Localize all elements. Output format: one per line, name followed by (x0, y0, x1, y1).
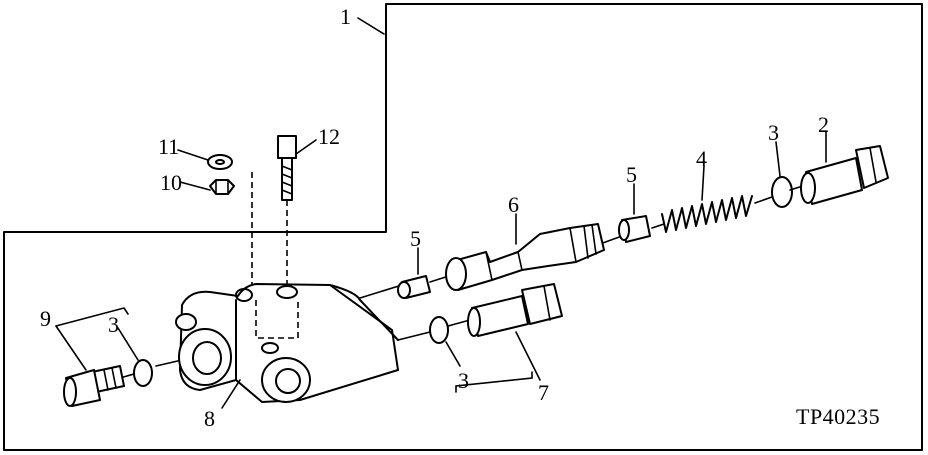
leader-7 (515, 331, 541, 381)
leader-3-lower (445, 341, 461, 367)
callout-9: 9 (40, 306, 51, 331)
callout-10: 10 (160, 170, 182, 195)
nut (209, 179, 235, 195)
leader-1 (357, 17, 385, 35)
leader-11 (177, 149, 209, 161)
plug-left (63, 365, 125, 407)
callout-3-upper: 3 (768, 120, 779, 145)
axis-line-upper (359, 284, 403, 299)
leader-12 (295, 139, 317, 155)
bracket-3-7 (455, 371, 533, 393)
axis-line-upper-5 (754, 196, 773, 204)
bracket-9 (55, 307, 129, 327)
callout-1: 1 (340, 4, 351, 29)
leader-3-left (117, 327, 139, 361)
leader-9 (55, 325, 87, 371)
callout-4: 4 (696, 146, 707, 171)
callout-11: 11 (158, 134, 179, 159)
callout-3-lower: 3 (458, 368, 469, 393)
callout-6: 6 (508, 192, 519, 217)
spacer-upper (618, 215, 651, 243)
leader-10 (179, 181, 211, 191)
callout-12: 12 (318, 124, 340, 149)
spring (661, 195, 753, 233)
axis-line-lower (397, 331, 431, 341)
callout-5-upper: 5 (626, 162, 637, 187)
o-ring-upper (771, 176, 793, 208)
washer (207, 154, 233, 170)
leader-3-upper (775, 141, 781, 177)
o-ring-lower (429, 316, 449, 344)
callout-5-lower: 5 (410, 226, 421, 251)
figure-id: TP40235 (796, 404, 880, 429)
axis-line-upper-3 (599, 235, 623, 245)
axis-line-upper-4 (651, 223, 665, 229)
axis-line-left (155, 359, 183, 367)
callout-2: 2 (818, 112, 829, 137)
bolt (277, 135, 297, 201)
callout-8: 8 (204, 406, 215, 431)
o-ring-left (133, 359, 153, 387)
callout-3-left: 3 (108, 312, 119, 337)
leader-4 (701, 165, 705, 201)
valve-housing (175, 283, 399, 403)
callout-7: 7 (538, 380, 549, 405)
frame-border (3, 3, 923, 451)
plug-upper (800, 145, 889, 205)
spacer-lower (397, 275, 431, 299)
leader-8 (221, 379, 241, 409)
plug-lower (467, 283, 563, 337)
axis-line-lower-2 (447, 319, 471, 327)
spool (445, 223, 605, 291)
